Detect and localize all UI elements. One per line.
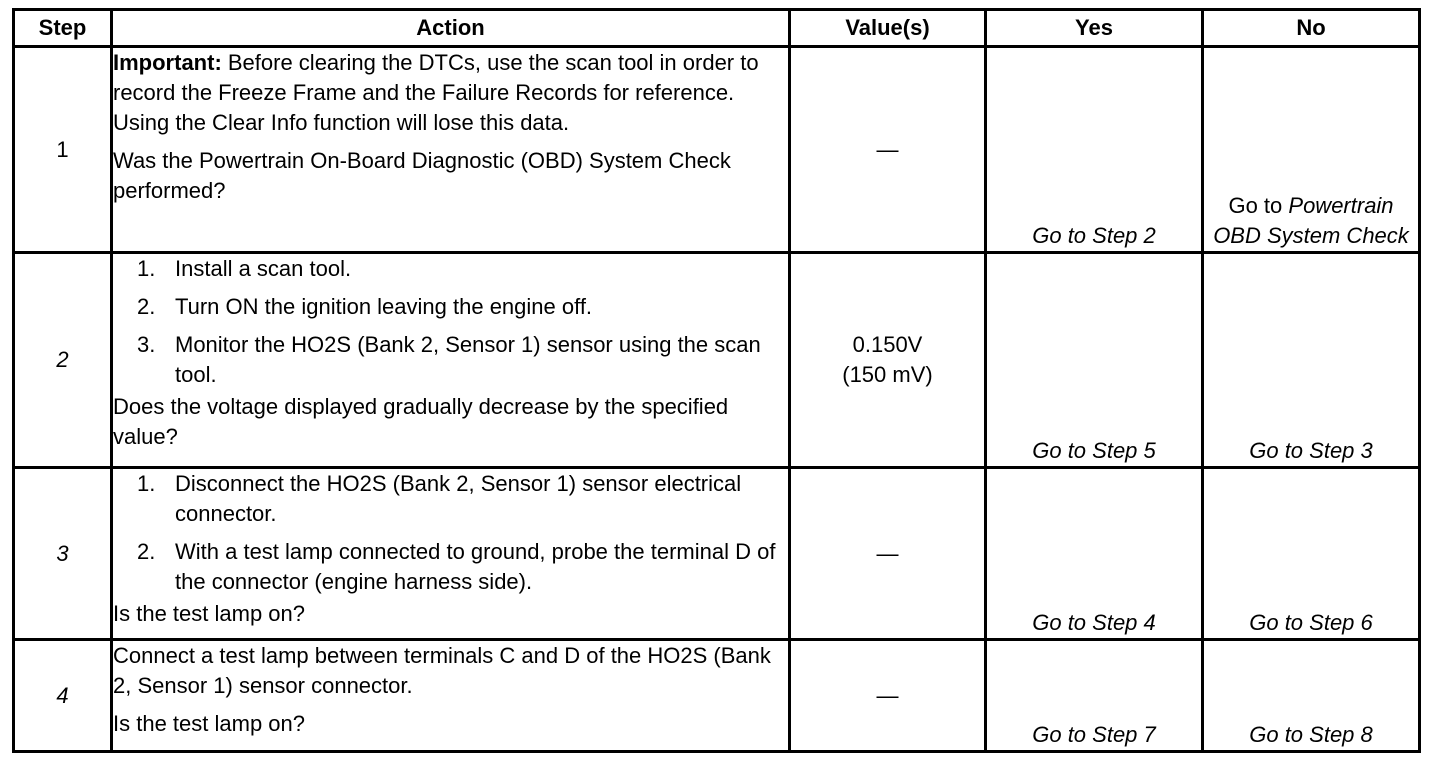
table-row-step-4: 4 Connect a test lamp between terminals … [12, 638, 1421, 753]
yes-cell: Go to Step 2 [984, 45, 1204, 254]
value-dash: — [876, 682, 899, 708]
action-cell: 1.Install a scan tool. 2.Turn ON the ign… [110, 251, 791, 469]
value-cell: 0.150V (150 mV) [788, 251, 987, 469]
step-number: 4 [12, 638, 113, 753]
header-yes: Yes [984, 8, 1204, 48]
header-row: Step Action Value(s) Yes No [12, 8, 1421, 48]
table-row-step-3: 3 1.Disconnect the HO2S (Bank 2, Sensor … [12, 466, 1421, 641]
action-cell: 1.Disconnect the HO2S (Bank 2, Sensor 1)… [110, 466, 791, 641]
procedure-list: 1.Disconnect the HO2S (Bank 2, Sensor 1)… [113, 469, 788, 597]
list-item: 1.Disconnect the HO2S (Bank 2, Sensor 1)… [137, 471, 742, 526]
yes-link[interactable]: Go to Step 4 [1032, 610, 1156, 635]
yes-cell: Go to Step 5 [984, 251, 1204, 469]
list-item: 2.With a test lamp connected to ground, … [137, 539, 776, 594]
value-millivolts: (150 mV) [842, 362, 933, 387]
question-text: Is the test lamp on? [113, 711, 305, 736]
question-text: Is the test lamp on? [113, 601, 305, 626]
list-item: 1.Install a scan tool. [137, 256, 352, 281]
procedure-list: 1.Install a scan tool. 2.Turn ON the ign… [113, 254, 788, 390]
table-row-step-1: 1 Important: Before clearing the DTCs, u… [12, 45, 1421, 254]
step-number: 3 [12, 466, 113, 641]
header-values: Value(s) [788, 8, 987, 48]
value-dash: — [876, 136, 899, 162]
no-link[interactable]: Powertrain OBD System Check [1213, 193, 1409, 248]
list-item: 3.Monitor the HO2S (Bank 2, Sensor 1) se… [137, 332, 761, 387]
header-no: No [1201, 8, 1421, 48]
no-link[interactable]: Go to Step 6 [1249, 610, 1373, 635]
step-number: 2 [12, 251, 113, 469]
list-item: 2.Turn ON the ignition leaving the engin… [137, 294, 593, 319]
important-text: Before clearing the DTCs, use the scan t… [113, 50, 759, 135]
value-cell: — [788, 466, 987, 641]
question-text: Was the Powertrain On-Board Diagnostic (… [113, 148, 731, 203]
value-dash: — [876, 540, 899, 566]
instruction-text: Connect a test lamp between terminals C … [113, 643, 771, 698]
table-row-step-2: 2 1.Install a scan tool. 2.Turn ON the i… [12, 251, 1421, 469]
value-cell: — [788, 45, 987, 254]
header-step: Step [12, 8, 113, 48]
diagnostic-table: Step Action Value(s) Yes No 1 Important:… [12, 8, 1421, 753]
no-prefix: Go to [1228, 193, 1283, 218]
yes-link[interactable]: Go to Step 2 [1032, 223, 1156, 248]
no-cell: Go to Powertrain OBD System Check [1201, 45, 1421, 254]
header-action: Action [110, 8, 791, 48]
yes-cell: Go to Step 7 [984, 638, 1204, 753]
no-link[interactable]: Go to Step 8 [1249, 722, 1373, 747]
no-cell: Go to Step 8 [1201, 638, 1421, 753]
yes-link[interactable]: Go to Step 5 [1032, 438, 1156, 463]
no-cell: Go to Step 3 [1201, 251, 1421, 469]
yes-cell: Go to Step 4 [984, 466, 1204, 641]
value-volts: 0.150V [852, 332, 923, 357]
no-link[interactable]: Go to Step 3 [1249, 438, 1373, 463]
no-cell: Go to Step 6 [1201, 466, 1421, 641]
question-text: Does the voltage displayed gradually dec… [113, 394, 729, 449]
diagnostic-table-container: Step Action Value(s) Yes No 1 Important:… [12, 8, 1421, 753]
important-label: Important: [113, 50, 222, 75]
important-note: Important: Before clearing the DTCs, use… [113, 48, 788, 138]
step-number: 1 [12, 45, 113, 254]
yes-link[interactable]: Go to Step 7 [1032, 722, 1156, 747]
action-cell: Important: Before clearing the DTCs, use… [110, 45, 791, 254]
value-cell: — [788, 638, 987, 753]
action-cell: Connect a test lamp between terminals C … [110, 638, 791, 753]
